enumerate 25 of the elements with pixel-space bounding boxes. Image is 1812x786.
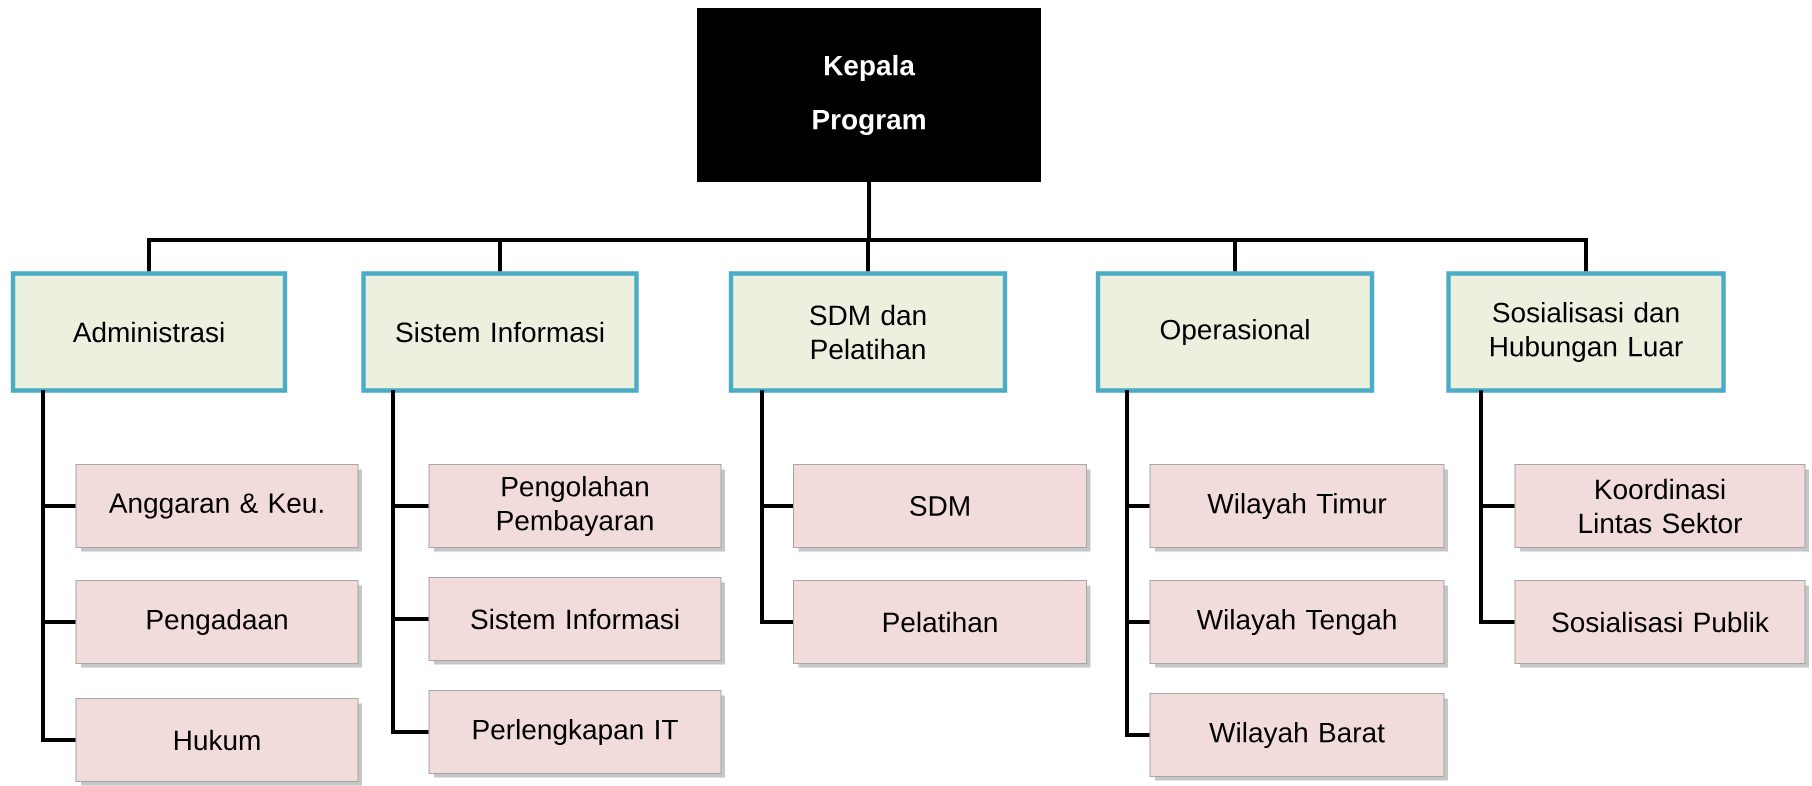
connector-line [391, 390, 429, 734]
connector-line [1479, 390, 1515, 624]
department-box: Operasional [1095, 271, 1375, 393]
head-box: Kepala Program [697, 8, 1041, 182]
connector-line [867, 182, 1588, 272]
department-box: Sosialisasi dan Hubungan Luar [1446, 271, 1726, 393]
unit-box: Wilayah Tengah [1149, 580, 1448, 668]
unit-box: Sistem Informasi [428, 577, 725, 665]
unit-box: Wilayah Timur [1149, 464, 1448, 552]
unit-box: SDM [793, 464, 1091, 552]
connector-line [1125, 390, 1150, 737]
unit-box: Koordinasi Lintas Sektor [1514, 464, 1809, 552]
unit-box: Pengadaan [75, 580, 362, 668]
unit-box: Perlengkapan IT [428, 690, 725, 778]
unit-box: Hukum [75, 698, 362, 786]
unit-box: Anggaran & Keu. [75, 464, 362, 552]
unit-box: Wilayah Barat [1149, 693, 1448, 781]
connector-line [41, 390, 76, 742]
unit-box: Pengolahan Pembayaran [428, 464, 725, 552]
unit-box: Pelatihan [793, 580, 1091, 668]
department-box: Administrasi [10, 271, 288, 393]
department-box: SDM dan Pelatihan [728, 271, 1008, 393]
department-box: Sistem Informasi [361, 271, 639, 393]
connector-line [760, 390, 793, 624]
unit-box: Sosialisasi Publik [1514, 580, 1809, 668]
